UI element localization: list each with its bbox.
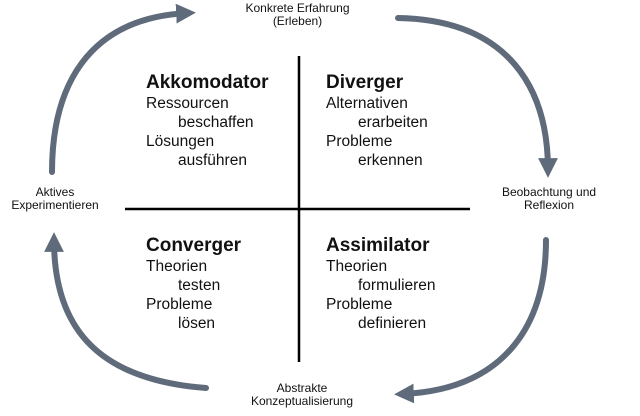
pole-line: Aktives: [35, 185, 75, 199]
quadrant-line: definieren: [358, 315, 427, 332]
quadrant-assimilator: Assimilator Theorien formulieren Problem…: [326, 235, 436, 333]
arrow-to-concrete-experience: [49, 3, 196, 175]
pole-line: Beobachtung und: [501, 185, 597, 199]
pole-reflective-observation: Beobachtung und Reflexion: [486, 186, 612, 212]
quadrant-line: Alternativen: [326, 95, 408, 112]
quadrant-akkomodator: Akkomodator Ressourcen beschaffen Lösung…: [146, 72, 268, 170]
pole-line: Abstrakte: [276, 381, 328, 395]
quadrant-line: erarbeiten: [358, 114, 428, 131]
quadrant-converger: Converger Theorien testen Probleme lösen: [146, 235, 241, 333]
pole-concrete-experience: Konkrete Erfahrung (Erleben): [200, 2, 395, 28]
arrow-to-active-experimentation: [44, 232, 209, 391]
pole-active-experimentation: Aktives Experimentieren: [0, 186, 110, 212]
pole-line: Konkrete Erfahrung: [245, 1, 350, 15]
arrow-to-abstract-conceptualization: [394, 237, 549, 404]
quadrant-title: Diverger: [326, 72, 404, 93]
quadrant-line: Theorien: [326, 258, 388, 275]
pole-line: Reflexion: [523, 198, 575, 212]
quadrant-line: testen: [178, 277, 221, 294]
quadrant-line: Probleme: [326, 133, 393, 150]
quadrant-line: ausführen: [178, 152, 247, 169]
pole-abstract-conceptualization: Abstrakte Konzeptualisierung: [222, 382, 382, 408]
quadrant-line: erkennen: [358, 152, 423, 169]
arrow-to-reflective-observation: [395, 15, 558, 178]
quadrant-title: Akkomodator: [146, 72, 269, 93]
quadrant-diverger: Diverger Alternativen erarbeiten Problem…: [326, 72, 428, 170]
quadrant-line: formulieren: [358, 277, 436, 294]
quadrant-line: Lösungen: [146, 133, 215, 150]
quadrant-title: Converger: [146, 235, 242, 256]
quadrant-line: lösen: [178, 315, 216, 332]
pole-line: Konzeptualisierung: [250, 394, 354, 408]
quadrant-line: Probleme: [326, 296, 393, 313]
quadrant-line: Theorien: [146, 258, 208, 275]
pole-line: Experimentieren: [11, 198, 99, 212]
pole-line: (Erleben): [272, 14, 323, 28]
quadrant-line: beschaffen: [178, 114, 254, 131]
quadrant-line: Probleme: [146, 296, 213, 313]
quadrant-line: Ressourcen: [146, 95, 229, 112]
quadrant-title: Assimilator: [326, 235, 430, 256]
